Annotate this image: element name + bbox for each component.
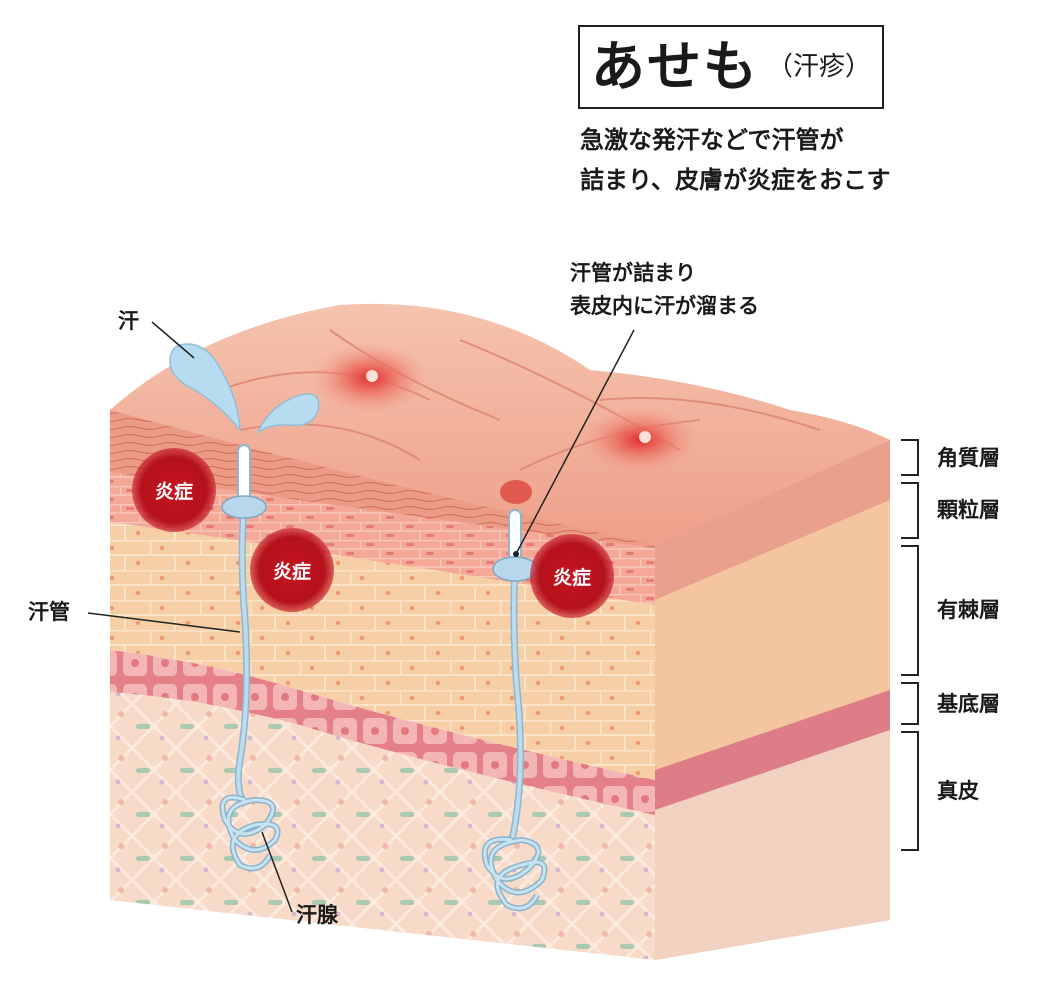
inflammation-badge: 炎症 <box>530 534 614 618</box>
description-line-1: 急激な発汗などで汗管が <box>580 126 844 154</box>
description-line-2: 詰まり、皮膚が炎症をおこす <box>580 166 891 194</box>
layer-label-stratum-spinosum: 有棘層 <box>937 598 1000 622</box>
layer-label-stratum-corneum: 角質層 <box>937 446 1000 470</box>
layer-label-stratum-basale: 基底層 <box>937 692 1000 716</box>
layer-label-dermis: 真皮 <box>937 779 979 803</box>
label-sweat: 汗 <box>118 309 139 333</box>
label-blocked-line-1: 汗管が詰まり <box>570 261 696 285</box>
label-sweat-gland: 汗腺 <box>296 903 338 927</box>
page-subtitle: （汗疹） <box>766 52 871 82</box>
page-title: あせも <box>590 35 759 98</box>
label-blocked-line-2: 表皮内に汗が溜まる <box>570 294 759 318</box>
label-sweat-duct: 汗管 <box>28 600 70 624</box>
layer-label-stratum-granulosum: 顆粒層 <box>937 498 1000 522</box>
title-box: あせも （汗疹） <box>578 25 884 109</box>
inflammation-badge: 炎症 <box>250 528 334 612</box>
inflammation-badge: 炎症 <box>132 448 216 532</box>
